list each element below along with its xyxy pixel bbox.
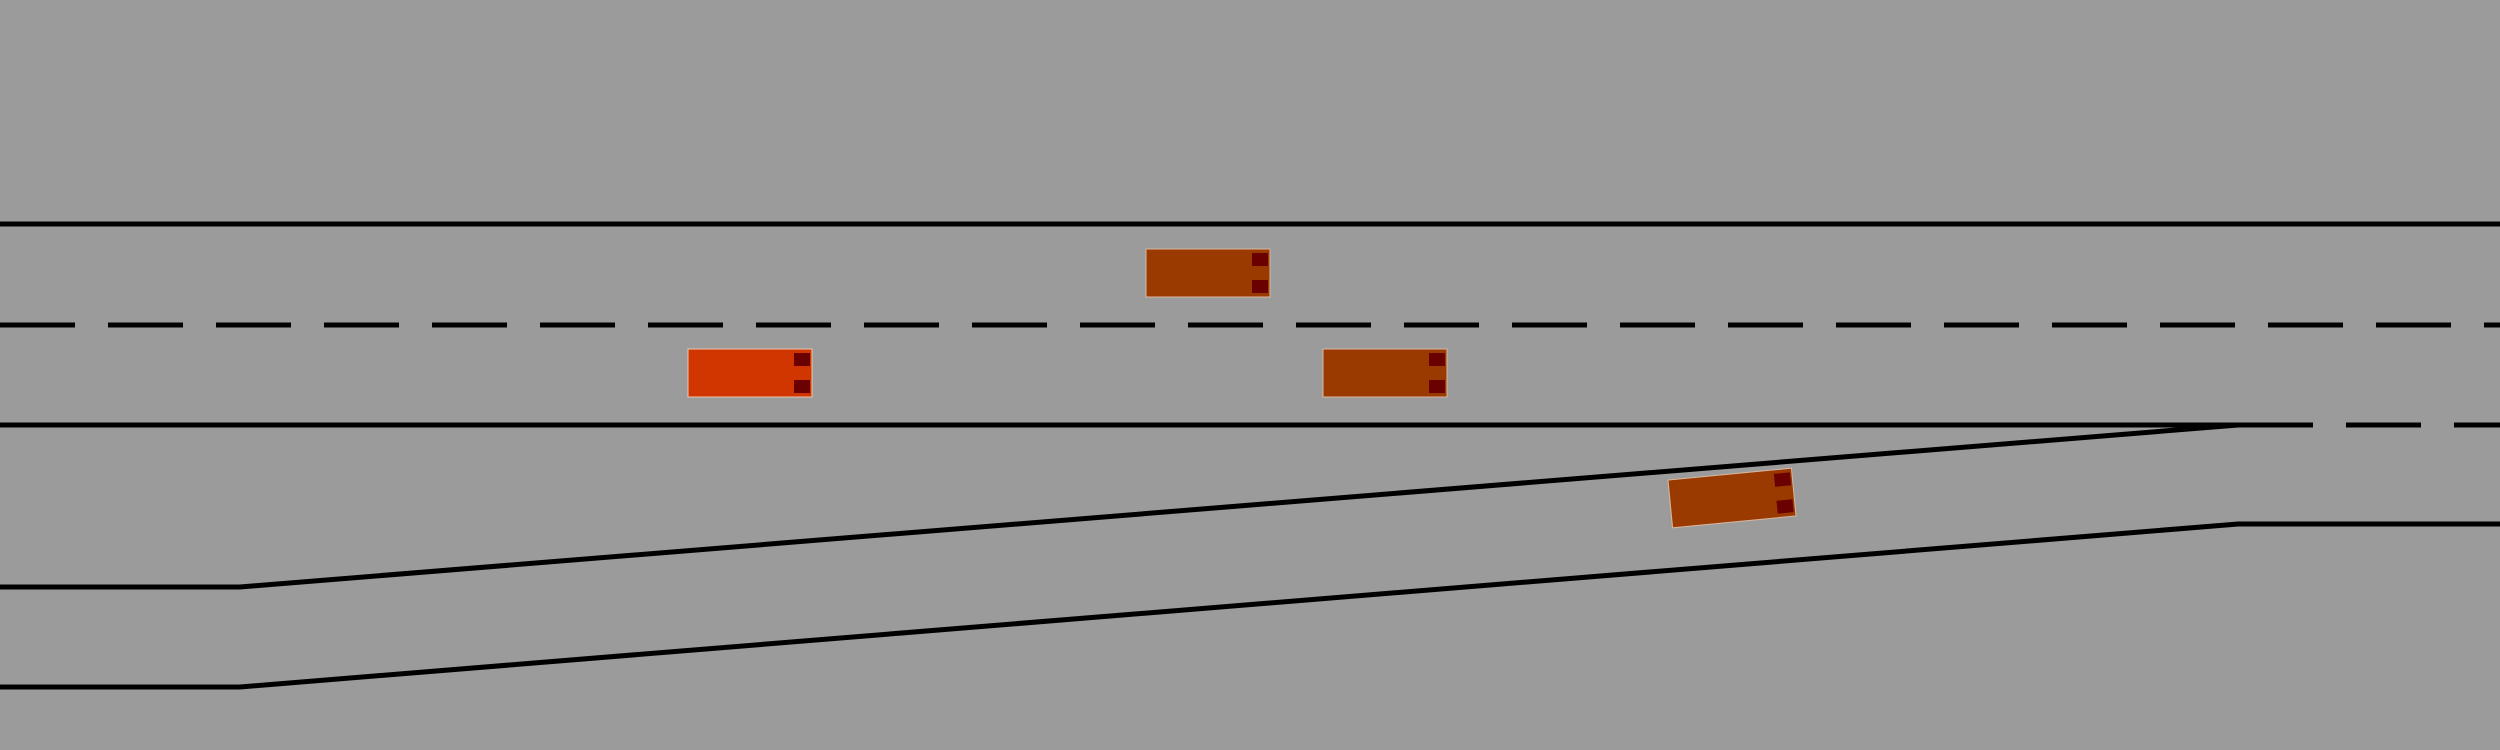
car-3-front-light-left [1773, 472, 1792, 487]
car-1-front-light-left [1252, 253, 1268, 266]
ego-car-front-light-left [794, 353, 810, 366]
ego-car-front-light-right [794, 380, 810, 393]
lane-markings [0, 221, 2500, 690]
vehicle-car-3 [1667, 467, 1797, 529]
car-2-front-light-right [1429, 380, 1445, 393]
car-1-front-light-right [1252, 280, 1268, 293]
car-3-body [1667, 467, 1797, 529]
car-1-body [1145, 248, 1271, 298]
vehicle-ego [687, 348, 813, 398]
on-ramp-upper-edge [0, 422, 2239, 590]
vehicle-car-2 [1322, 348, 1448, 398]
car-3-front-light-right [1776, 499, 1794, 514]
on-ramp-lower-edge [0, 521, 2500, 690]
vehicle-car-1 [1145, 248, 1271, 298]
ego-car-body [687, 348, 813, 398]
car-2-front-light-left [1429, 353, 1445, 366]
car-2-body [1322, 348, 1448, 398]
